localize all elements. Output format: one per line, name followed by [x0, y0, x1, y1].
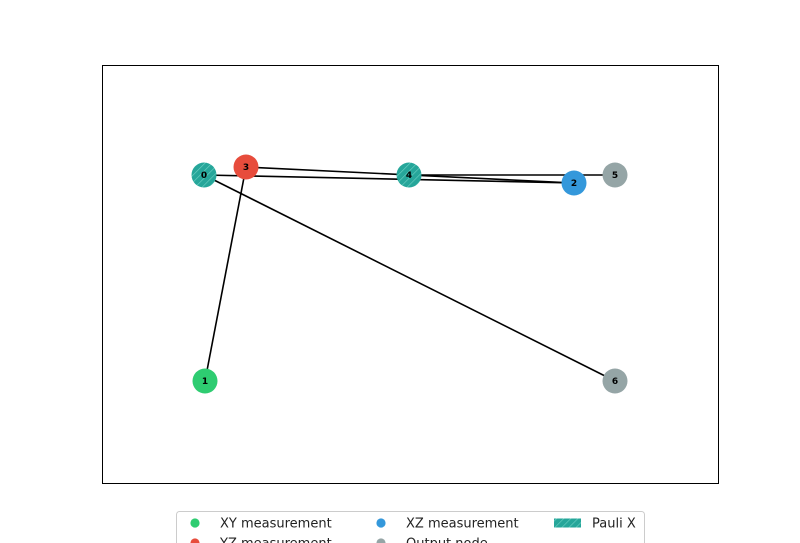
legend-label: Pauli X	[592, 517, 636, 532]
legend-entry: XZ measurement	[376, 517, 519, 532]
node-3: 3	[233, 154, 259, 180]
edges-layer	[203, 166, 616, 382]
node-circle	[396, 162, 422, 188]
legend-entry: Pauli X	[554, 517, 636, 532]
legend-marker-dot	[190, 518, 200, 528]
legend-marker-dot	[376, 518, 386, 528]
node-circle	[602, 368, 628, 394]
node-6: 6	[602, 368, 628, 394]
node-label: 2	[571, 179, 577, 189]
node-4: 4	[396, 162, 422, 188]
node-label: 0	[201, 171, 207, 181]
legend-label: XY measurement	[220, 517, 332, 532]
legend-label: Output node	[406, 537, 488, 543]
node-label: 6	[612, 377, 618, 387]
legend-box	[176, 511, 645, 543]
node-2: 2	[561, 170, 587, 196]
node-label: 4	[406, 171, 412, 181]
legend-entry: XY measurement	[190, 517, 332, 532]
node-label: 3	[243, 163, 249, 173]
edge-0-6	[203, 174, 616, 382]
legend-marker-dot	[190, 538, 200, 543]
legend-marker-dot	[376, 538, 386, 543]
node-label: 5	[612, 171, 618, 181]
node-circle	[192, 368, 218, 394]
node-circle	[602, 162, 628, 188]
edge-3-1	[204, 166, 247, 382]
legend-label: YZ measurement	[219, 537, 332, 543]
edge-0-2	[203, 174, 575, 184]
legend-entry: Output node	[376, 537, 488, 543]
nodes-layer: 0 1 2 3 4 5 6	[191, 154, 628, 394]
node-1: 1	[192, 368, 218, 394]
legend-marker-patch	[554, 518, 581, 528]
node-circle	[561, 170, 587, 196]
node-circle	[233, 154, 259, 180]
node-5: 5	[602, 162, 628, 188]
node-label: 1	[202, 377, 208, 387]
node-0: 0	[191, 162, 217, 188]
legend-entry: YZ measurement	[190, 537, 332, 543]
plot-frame	[102, 65, 719, 484]
legend: XY measurement XZ measurement Pauli X YZ me…	[176, 511, 645, 543]
legend-label: XZ measurement	[406, 517, 519, 532]
node-circle	[191, 162, 217, 188]
